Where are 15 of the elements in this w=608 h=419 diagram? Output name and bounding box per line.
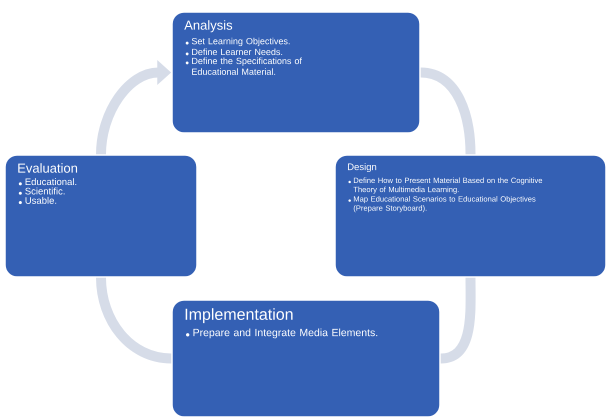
box-heading: Implementation (186, 308, 293, 324)
box-heading: Evaluation (18, 163, 78, 173)
bullet-item: Scientific. (25, 188, 65, 194)
bullet-item: Define Learner Needs. (192, 48, 282, 56)
box-heading: Design (348, 163, 376, 172)
process-box (171, 11, 421, 134)
bullet-item: Educational. (26, 178, 76, 186)
bullet-item: Set Learning Objectives. (192, 38, 290, 46)
process-box (4, 154, 198, 278)
bullet-item: Usable. (26, 196, 56, 204)
process-box (334, 154, 607, 278)
bullet-item: Define the Specifications of Educational Material. (192, 58, 302, 75)
box-heading: Analysis (184, 20, 232, 32)
bullet-item: Prepare and Integrate Media Elements. (193, 328, 378, 338)
process-box (171, 299, 441, 418)
